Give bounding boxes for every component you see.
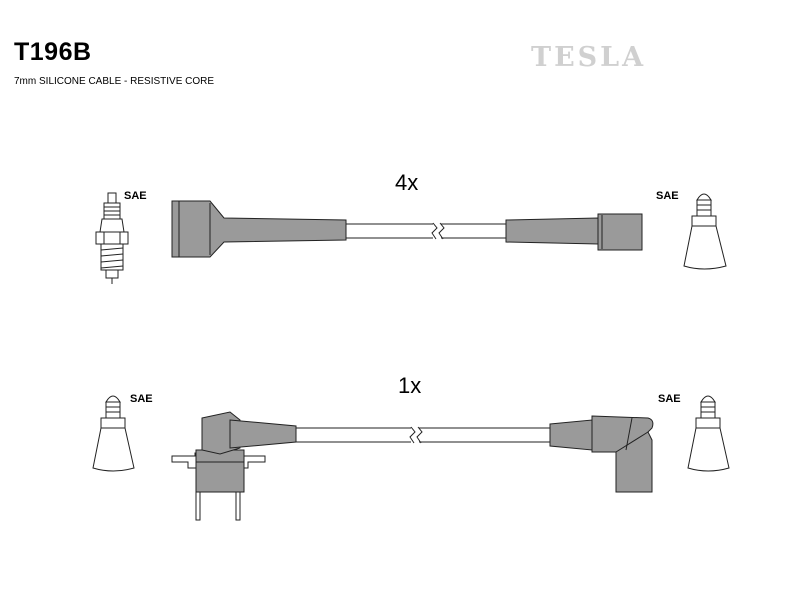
lead-quantity-4x: 4x (395, 170, 419, 195)
ignition-lead-straight (171, 200, 643, 258)
sae-terminal-icon (687, 395, 730, 472)
sae-label-terminal-bottom-left: SAE (130, 393, 153, 405)
cable-description: 7mm SILICONE CABLE - RESISTIVE CORE (14, 76, 215, 87)
sae-label-terminal-bottom-right: SAE (658, 393, 681, 405)
lead-quantity-1x: 1x (398, 373, 422, 398)
sae-terminal-icon (92, 395, 135, 472)
sae-terminal-icon (683, 193, 727, 270)
brand-logo: TESLA (531, 42, 647, 73)
ignition-lead-angled (171, 411, 654, 521)
part-number: T196B (14, 38, 92, 66)
sae-label-spark-plug: SAE (124, 190, 147, 202)
spark-plug-icon (95, 192, 129, 284)
sae-label-terminal-top-right: SAE (656, 190, 679, 202)
